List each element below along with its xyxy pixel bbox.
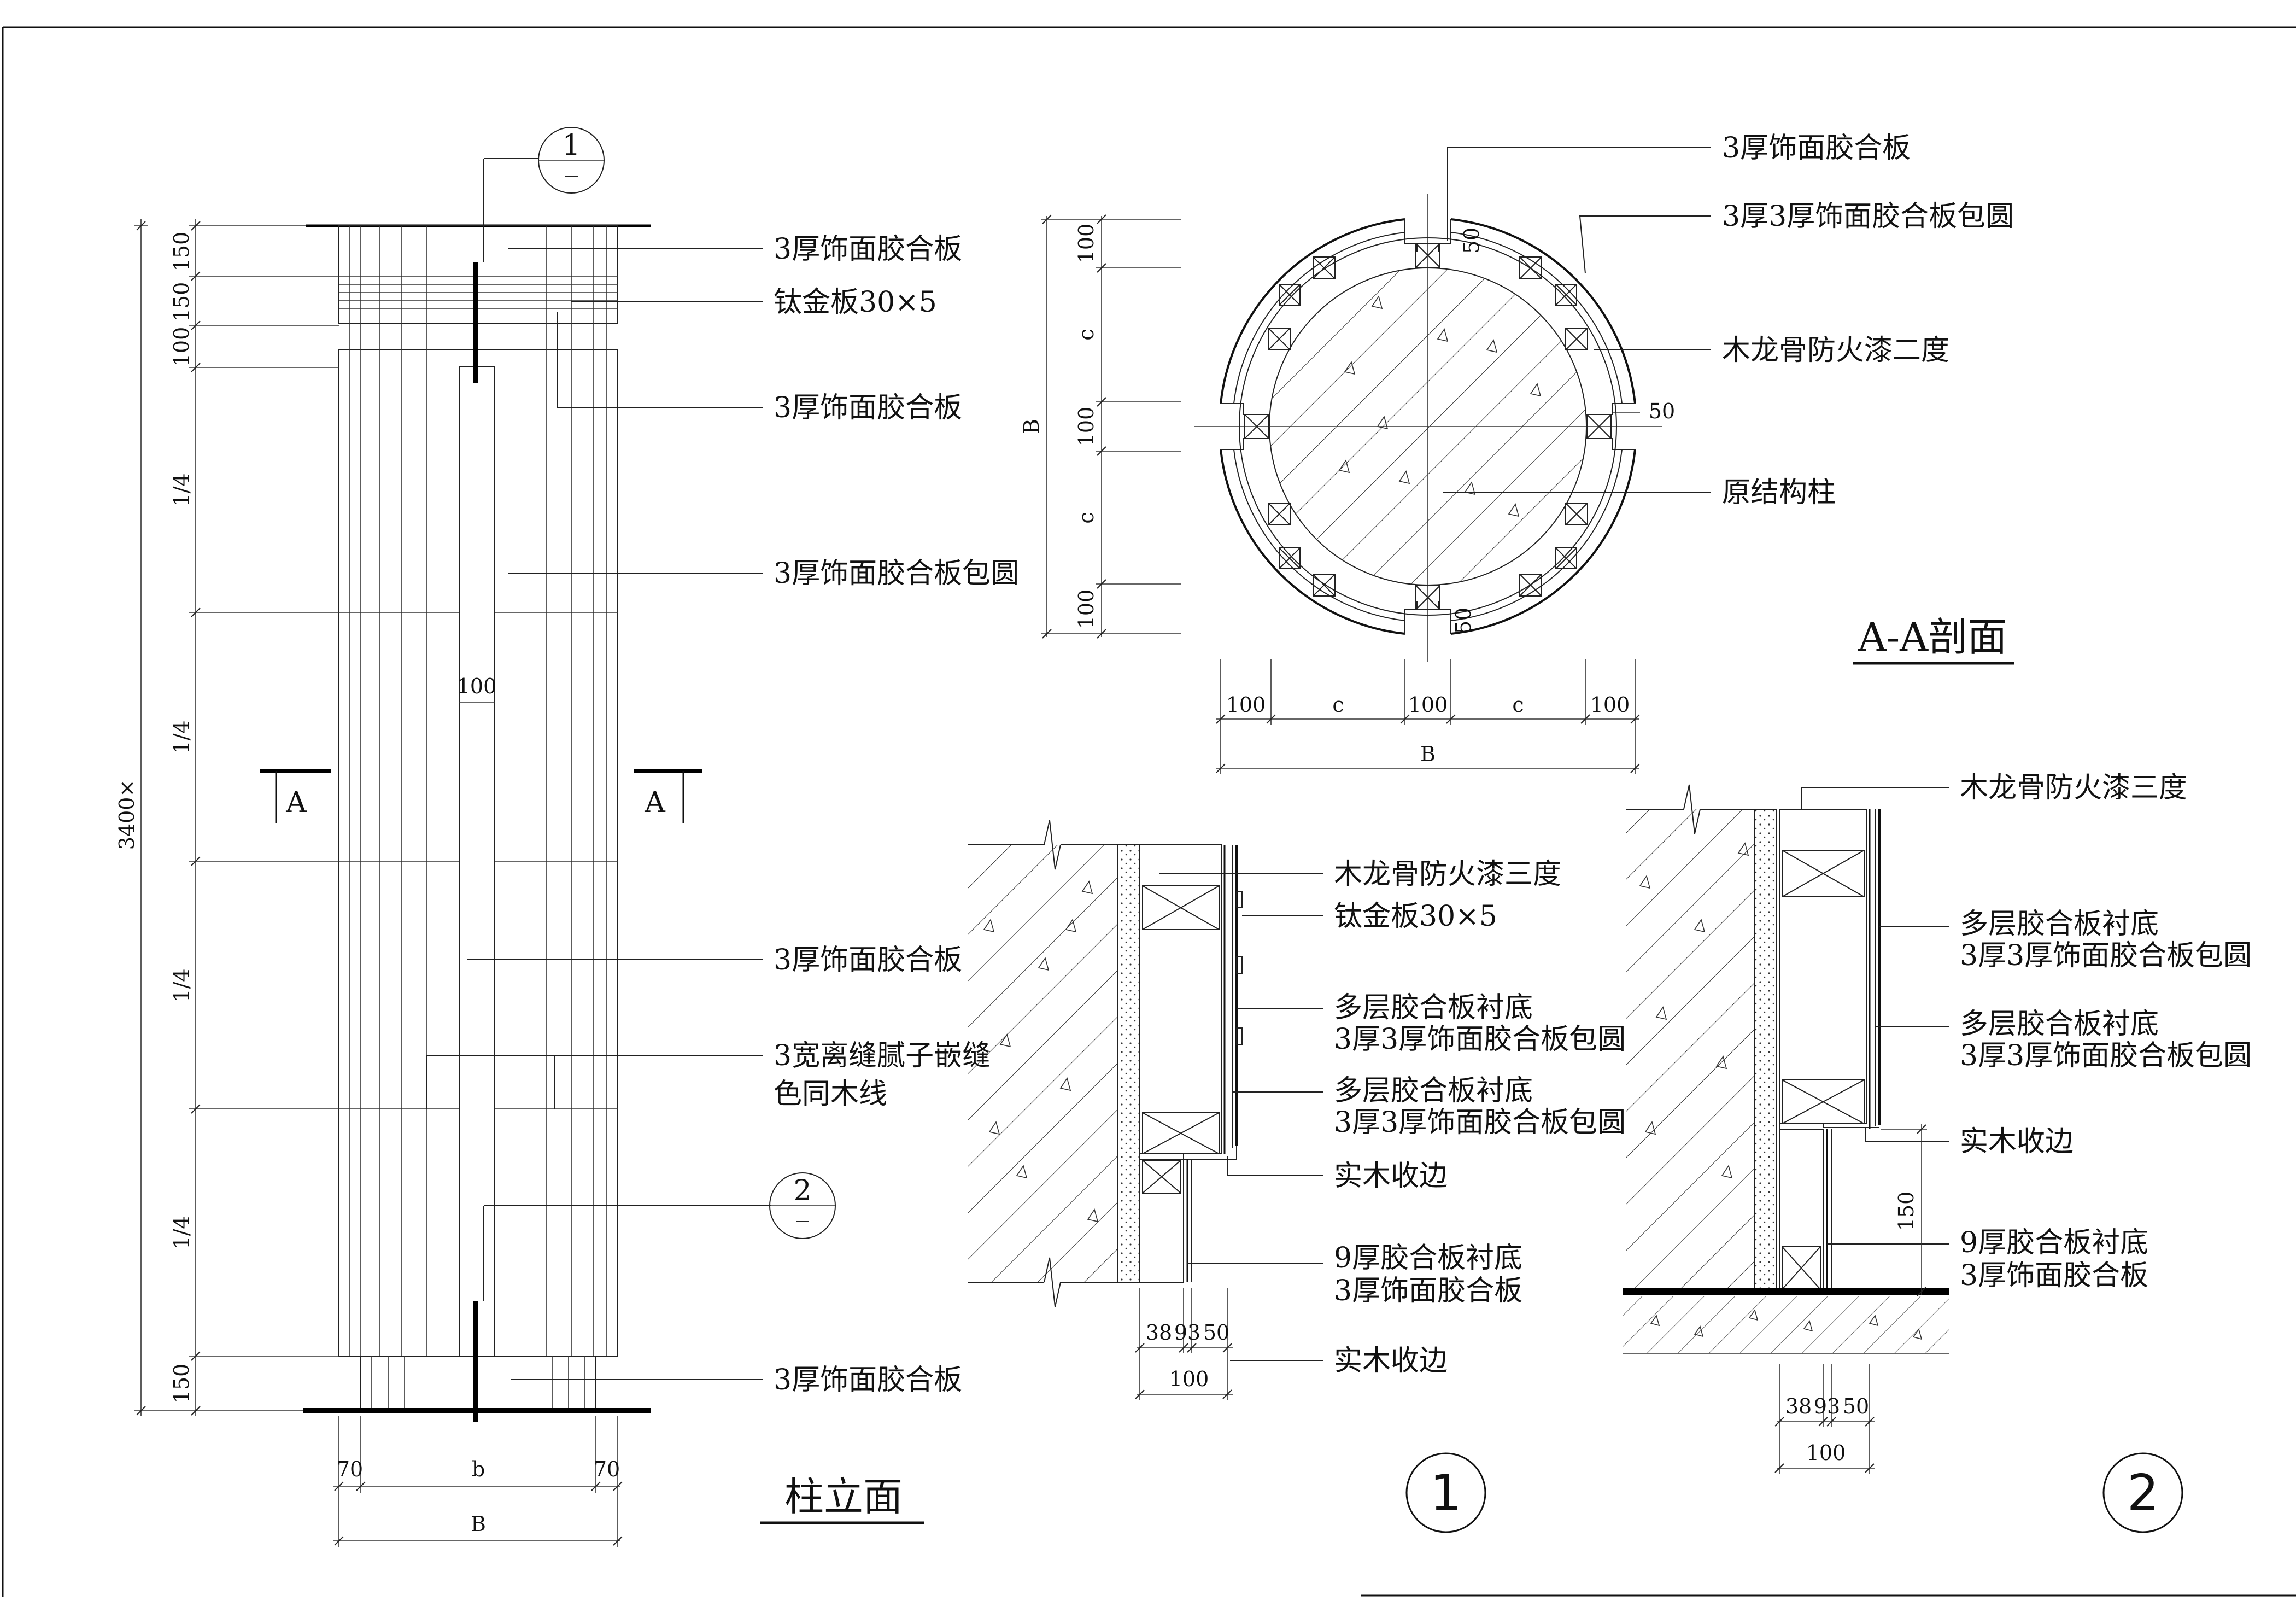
d2-label-ply2-line1: 多层胶合板衬底 <box>1960 1008 2159 1041</box>
detail-2-number-circle <box>2102 1452 2183 1533</box>
aa-dim-left-4: 100 <box>1074 589 1098 629</box>
d2-label-ply1-line2: 3厚3厚饰面胶合板包圆 <box>1960 939 2252 972</box>
aa-dim-bottom-4: 100 <box>1590 693 1630 717</box>
aa-dim-bottom-3: c <box>1512 693 1524 717</box>
aa-label-face-panel-wrap: 3厚3厚饰面胶合板包圆 <box>1722 200 2014 233</box>
aa-dim-left-1: c <box>1074 329 1098 340</box>
d1-label-base-line1: 9厚胶合板衬底 <box>1334 1242 1522 1275</box>
d2-label-base-line1: 9厚胶合板衬底 <box>1960 1226 2148 1259</box>
d1-label-ply2-line1: 多层胶合板衬底 <box>1334 1074 1533 1107</box>
d1-label-solid-edge-bottom: 实木收边 <box>1334 1345 1448 1377</box>
elev-dim-v-2: 100 <box>169 327 194 367</box>
d1-label-keel: 木龙骨防火漆三度 <box>1334 858 1561 891</box>
section-mark-1-label: 1 <box>562 129 580 162</box>
elev-dim-v-1: 150 <box>169 282 194 322</box>
d2-dim-height: 150 <box>1894 1191 1918 1231</box>
detail-2-number: 2 <box>2127 1464 2159 1522</box>
aa-dim-left-3: c <box>1074 512 1098 523</box>
section-aa-title: A-A剖面 <box>1858 614 2007 660</box>
elev-dim-v-3: 1/4 <box>169 473 194 506</box>
d2-label-solid-edge: 实木收边 <box>1960 1125 2074 1158</box>
elev-label-mid-panel: 3厚饰面胶合板 <box>774 944 962 977</box>
elev-label-round-wrap: 3厚饰面胶合板包圆 <box>774 557 1019 590</box>
aa-dim-bottom-2: 100 <box>1408 693 1448 717</box>
elev-dim-v-0: 150 <box>169 232 194 272</box>
aa-label-wood-keel: 木龙骨防火漆二度 <box>1722 334 1949 367</box>
section-cut-label-left: A <box>285 786 307 819</box>
d1-label-ply2-line2: 3厚3厚饰面胶合板包圆 <box>1334 1106 1626 1139</box>
aa-dim-left-total: B <box>1020 419 1044 434</box>
detail-1: 木龙骨防火漆三度 钛金板30×5 多层胶合板衬底 3厚3厚饰面胶合板包圆 多层胶… <box>968 820 1626 1533</box>
elev-dim-groove: 100 <box>457 674 497 698</box>
elev-dim-bottom-left: 70 <box>337 1457 363 1481</box>
d1-dim-1: 93 <box>1174 1321 1200 1345</box>
section-mark-2[interactable]: 2 <box>769 1172 836 1239</box>
aa-dim-bottom-1: c <box>1332 693 1344 717</box>
elev-label-top-panel: 3厚饰面胶合板 <box>774 233 962 266</box>
d1-label-base-line2: 3厚饰面胶合板 <box>1334 1275 1522 1307</box>
d1-label-titanium: 钛金板30×5 <box>1334 900 1497 933</box>
aa-dim-left-2: 100 <box>1074 407 1098 447</box>
d1-label-solid-edge: 实木收边 <box>1334 1160 1448 1193</box>
elev-dim-total-height: 3400× <box>115 780 139 850</box>
d2-label-base-line2: 3厚饰面胶合板 <box>1960 1259 2148 1292</box>
detail-2: 木龙骨防火漆三度 多层胶合板衬底 3厚3厚饰面胶合板包圆 多层胶合板衬底 3厚3… <box>1623 772 2252 1533</box>
d1-dim-total: 100 <box>1169 1367 1209 1391</box>
aa-gap-dim-bottom: 50 <box>1451 607 1475 634</box>
aa-dims-left: 100 c 100 c 100 B <box>1020 214 1181 639</box>
d2-dim-1: 93 <box>1814 1394 1840 1418</box>
section-cut-label-right: A <box>644 786 666 819</box>
d1-dims: 38 93 50 100 <box>1135 1288 1233 1400</box>
aa-dim-left-0: 100 <box>1074 224 1098 264</box>
elev-label-titanium-strip: 钛金板30×5 <box>774 286 937 319</box>
aa-dim-bottom-total: B <box>1420 742 1436 766</box>
sheet-border <box>2 26 2296 1597</box>
detail-1-number-circle <box>1405 1452 1486 1533</box>
d1-label-ply1-line1: 多层胶合板衬底 <box>1334 991 1533 1024</box>
elev-dims-bottom: 70 b 70 B <box>333 1416 623 1547</box>
d1-dim-0: 38 <box>1146 1321 1172 1345</box>
aa-dims-bottom: 100 c 100 c 100 B <box>1216 659 1640 774</box>
d2-dim-total: 100 <box>1806 1441 1846 1465</box>
elev-dims-vertical: 150 150 100 1/4 1/4 1/4 1/4 150 3400× <box>115 219 339 1416</box>
elev-label-joint-line2: 色同木线 <box>774 1078 887 1111</box>
section-mark-1[interactable]: 1 <box>538 127 605 194</box>
d2-label-keel: 木龙骨防火漆三度 <box>1960 772 2187 804</box>
aa-label-face-panel: 3厚饰面胶合板 <box>1722 132 1911 165</box>
elev-dim-v-5: 1/4 <box>169 968 194 1002</box>
keel-blocks <box>1244 243 1612 610</box>
d2-dims: 38 93 50 100 <box>1774 1364 1875 1474</box>
d2-label-ply1-line1: 多层胶合板衬底 <box>1960 908 2159 940</box>
aa-gap-dim-top: 50 <box>1460 227 1484 254</box>
elevation-title: 柱立面 <box>784 1474 903 1520</box>
column-elevation: A A 1 2 3厚饰面胶合板 钛金板30×5 3厚饰面胶合板 3厚饰面胶合板包… <box>115 127 1019 1547</box>
elev-label-upper-panel: 3厚饰面胶合板 <box>774 392 962 424</box>
elev-dim-bottom-mid: b <box>472 1457 485 1481</box>
elev-dim-v-4: 1/4 <box>169 720 194 753</box>
d2-label-ply2-line2: 3厚3厚饰面胶合板包圆 <box>1960 1039 2252 1072</box>
aa-gap-dim-right: 50 <box>1649 399 1675 423</box>
aa-dim-bottom-0: 100 <box>1226 693 1266 717</box>
section-mark-2-label: 2 <box>793 1175 811 1207</box>
elev-dim-bottom-right: 70 <box>594 1457 620 1481</box>
aa-label-structure: 原结构柱 <box>1722 476 1836 509</box>
d1-label-ply1-line2: 3厚3厚饰面胶合板包圆 <box>1334 1023 1626 1056</box>
elev-dim-v-6: 1/4 <box>169 1216 194 1249</box>
elev-label-base-panel: 3厚饰面胶合板 <box>774 1364 962 1397</box>
elev-label-joint-line1: 3宽离缝腻子嵌缝 <box>774 1039 991 1072</box>
detail-1-number: 1 <box>1430 1464 1462 1522</box>
section-aa: 3厚饰面胶合板 3厚3厚饰面胶合板包圆 木龙骨防火漆二度 原结构柱 50 50 … <box>1020 132 2014 774</box>
elev-dim-bottom-total: B <box>471 1512 486 1536</box>
d2-dim-2: 50 <box>1843 1394 1869 1418</box>
d2-dim-0: 38 <box>1785 1394 1812 1418</box>
d1-dim-2: 50 <box>1203 1321 1229 1345</box>
elev-dim-v-7: 150 <box>169 1364 194 1404</box>
